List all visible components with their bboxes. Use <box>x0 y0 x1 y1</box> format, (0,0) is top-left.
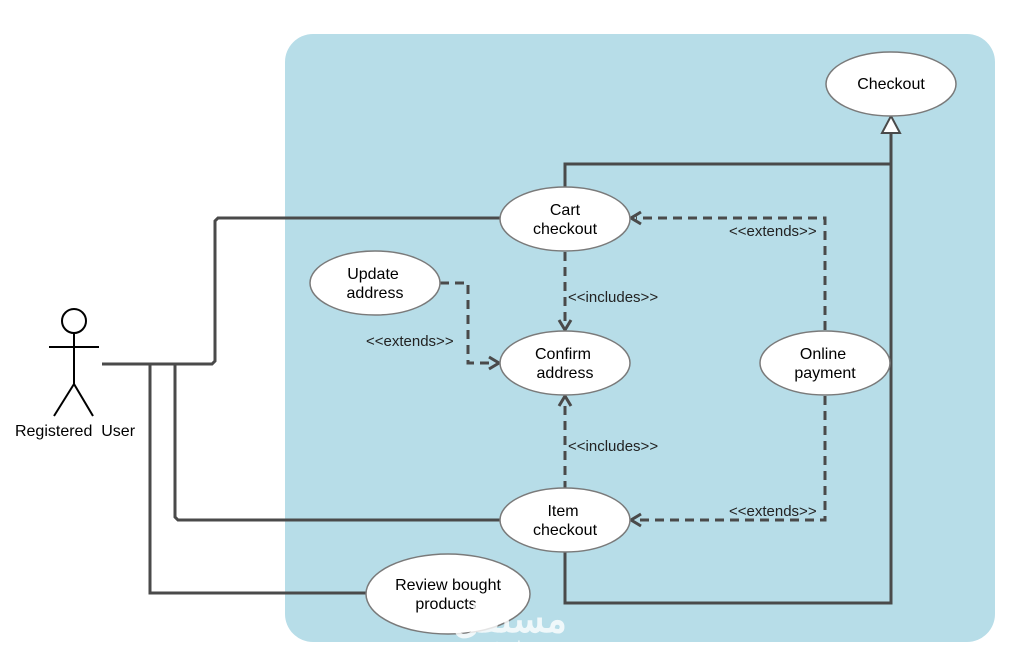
usecase-update-address-label-line2: address <box>347 285 404 302</box>
usecase-checkout-label: Checkout <box>857 76 925 93</box>
usecase-cart-checkout[interactable]: Cart checkout <box>499 186 631 252</box>
usecase-review-products-label-line1: Review bought <box>395 577 501 594</box>
usecase-online-payment-label-line2: payment <box>794 365 856 382</box>
usecase-item-checkout[interactable]: Item checkout <box>499 487 631 553</box>
usecase-item-checkout-label-line1: Item <box>547 503 578 520</box>
usecase-item-checkout-label-line2: checkout <box>533 522 598 539</box>
watermark-latin: mostaqi.com <box>465 639 556 656</box>
watermark: مستقل mostaqi.com <box>453 599 567 656</box>
generalization-arrowhead <box>880 113 902 134</box>
generalization-connectors <box>563 133 893 605</box>
actor-associations <box>102 216 500 595</box>
usecase-checkout[interactable]: Checkout <box>825 51 957 117</box>
actor-stick-figure-icon[interactable] <box>49 308 99 417</box>
extends-label-update-confirm: <<extends>> <box>366 333 454 350</box>
usecase-update-address[interactable]: Update address <box>309 250 441 316</box>
actor-label: Registered User <box>15 423 136 440</box>
usecase-cart-checkout-label-line2: checkout <box>533 221 598 238</box>
system-boundary <box>285 34 995 642</box>
includes-label-item-confirm: <<includes>> <box>568 438 658 455</box>
extends-label-payment-cart: <<extends>> <box>729 223 817 240</box>
usecase-online-payment-label-line1: Online <box>800 346 846 363</box>
includes-label-cart-confirm: <<includes>> <box>568 289 658 306</box>
usecase-cart-checkout-label-line1: Cart <box>550 202 581 219</box>
usecase-confirm-address-label-line2: address <box>537 365 594 382</box>
usecase-review-products[interactable]: Review bought products <box>365 553 531 635</box>
usecase-confirm-address[interactable]: Confirm address <box>499 330 631 396</box>
extends-label-payment-item: <<extends>> <box>729 503 817 520</box>
dependency-connectors <box>440 216 827 522</box>
usecase-update-address-label-line1: Update <box>347 266 399 283</box>
dependency-arrowheads <box>488 210 642 528</box>
usecase-confirm-address-label-line1: Confirm <box>535 346 591 363</box>
usecase-review-products-label-line2: products <box>415 596 476 613</box>
watermark-arabic: مستقل <box>453 599 567 641</box>
usecase-online-payment[interactable]: Online payment <box>759 330 891 396</box>
